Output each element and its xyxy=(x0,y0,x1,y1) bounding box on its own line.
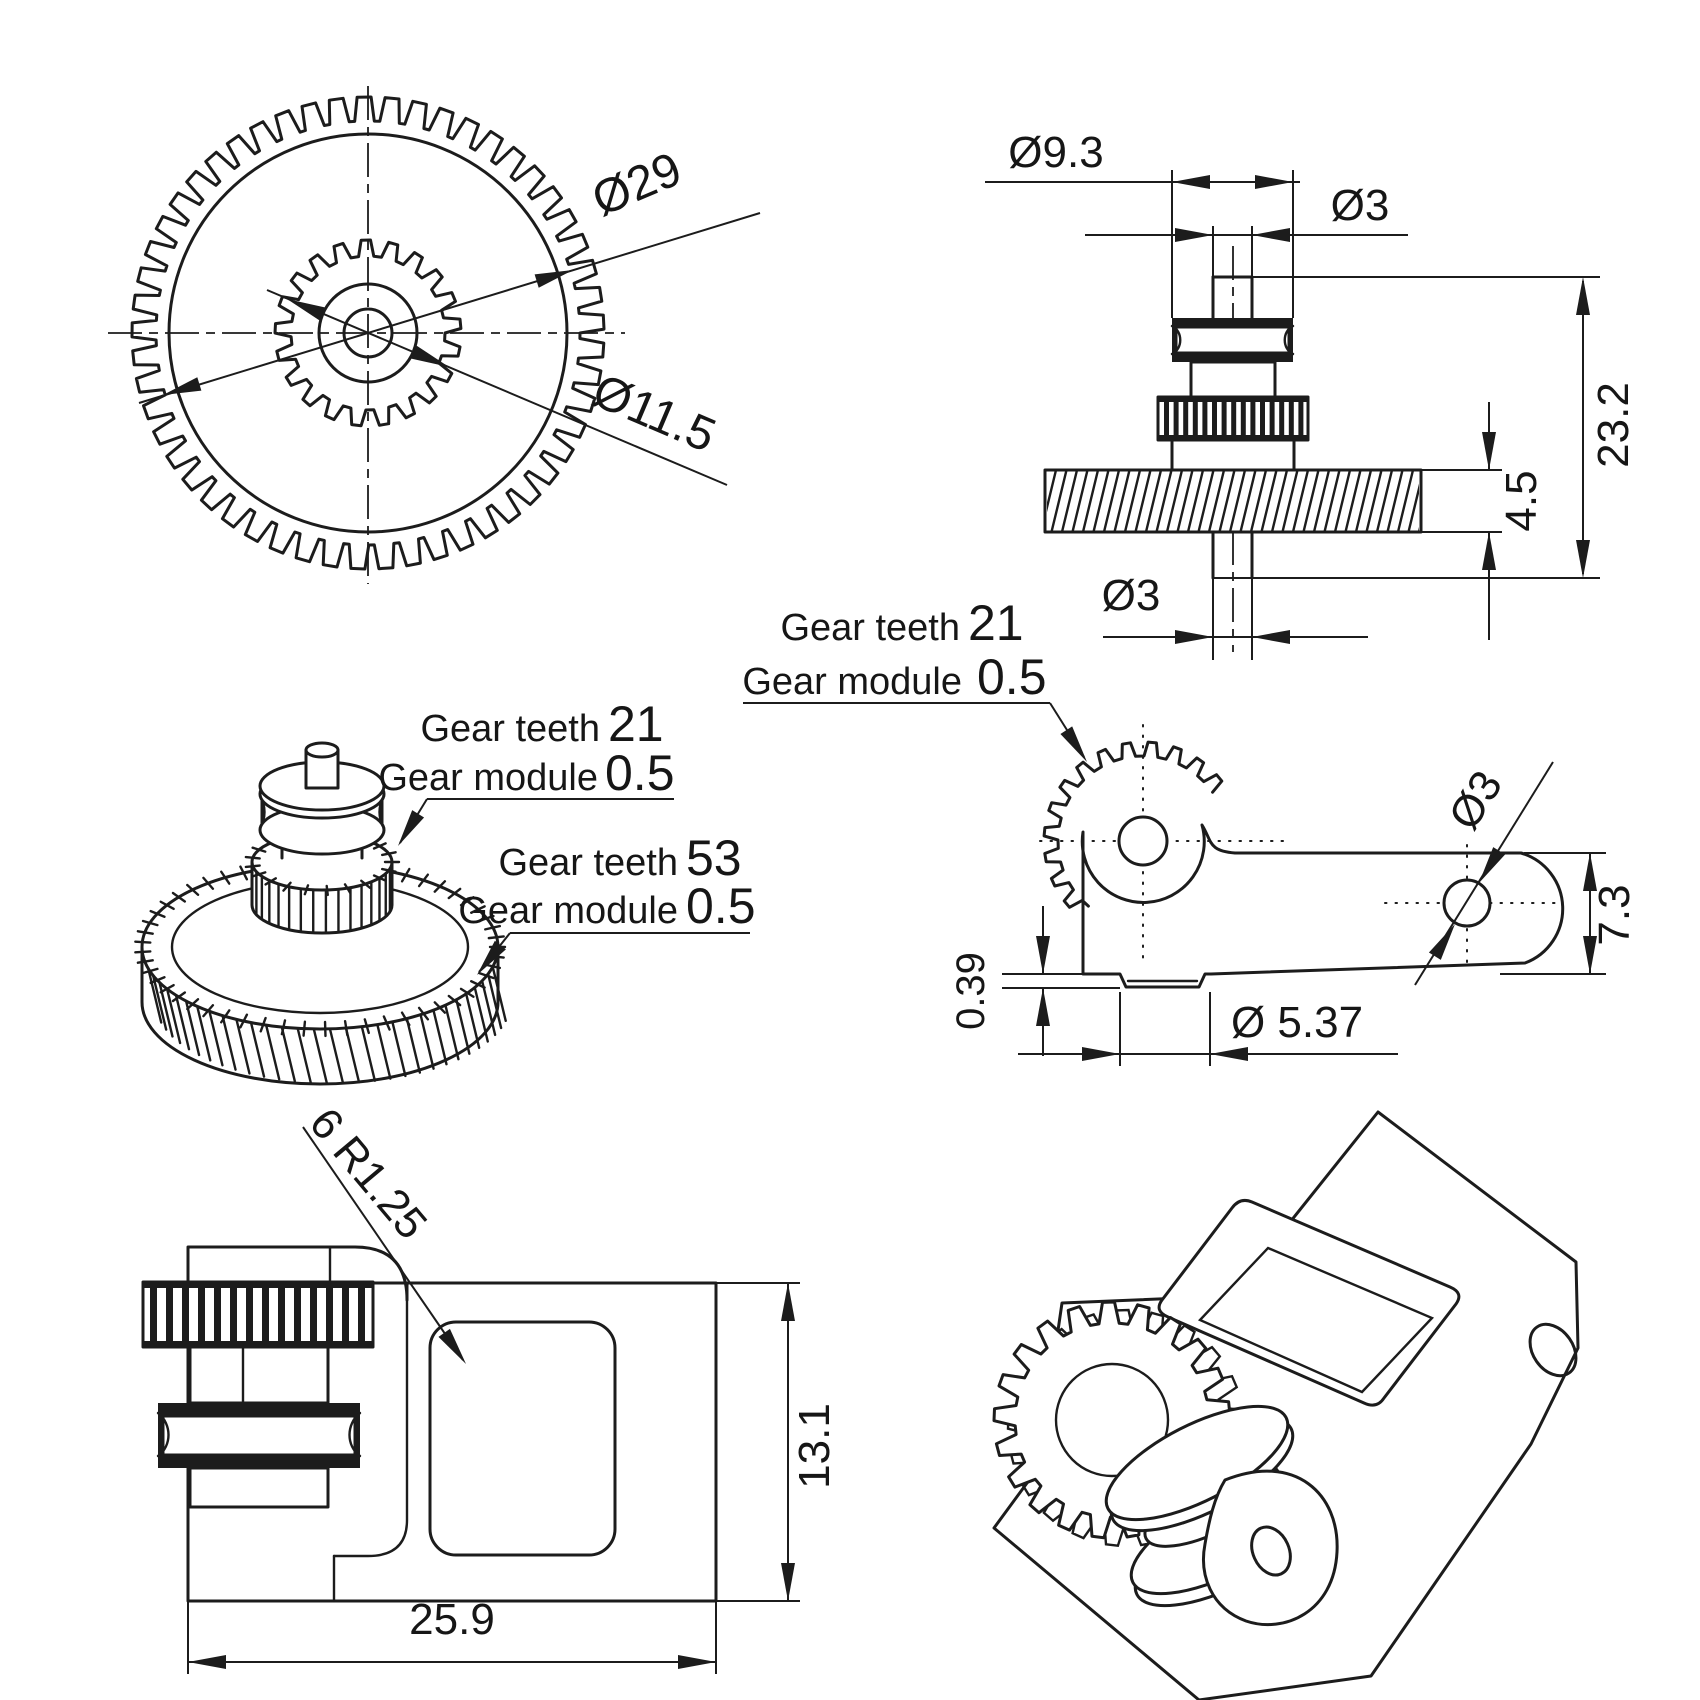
bracket-iso-geometry xyxy=(992,1110,1580,1700)
dim-wheel-diameter: Ø29 xyxy=(585,143,689,227)
callout-lever-module-label: Gear module xyxy=(742,661,962,703)
callout-pinion-teeth-value: 21 xyxy=(608,696,664,752)
dim-pulley-diameter: Ø9.3 xyxy=(1008,128,1103,177)
dim-lever-hole-diameter: Ø3 xyxy=(1439,762,1512,838)
dim-bracket-length: 25.9 xyxy=(409,1595,495,1644)
dim-bracket-height: 13.1 xyxy=(790,1403,839,1489)
callout-wheel-module-value: 0.5 xyxy=(686,878,756,934)
callout-wheel-teeth-value: 53 xyxy=(686,830,742,886)
dim-pinion-diameter: Ø11.5 xyxy=(585,364,723,462)
gear-iso-geometry xyxy=(134,741,750,1086)
callout-lever-teeth-label: Gear teeth xyxy=(780,607,960,649)
dim-boss-diameter: Ø 5.37 xyxy=(1231,998,1363,1047)
view-bracket-iso xyxy=(992,1110,1580,1700)
callout-wheel-teeth-label: Gear teeth xyxy=(498,842,678,884)
callout-pinion-module-label: Gear module xyxy=(378,757,598,799)
view-bracket-side: 6 R1.25 13.1 25.9 xyxy=(141,1099,839,1674)
dim-shaft-bottom-diameter: Ø3 xyxy=(1102,571,1161,620)
view-gear-side: Ø9.3 Ø3 23.2 4.5 Ø3 xyxy=(985,128,1638,660)
gear-side-geometry xyxy=(985,170,1600,660)
view-lever-front: Gear teeth 21 Gear module 0.5 Ø3 7.3 0.3… xyxy=(742,595,1639,1066)
dim-shaft-top-diameter: Ø3 xyxy=(1331,181,1390,230)
callout-lever-teeth-value: 21 xyxy=(968,595,1024,651)
dim-wheel-thickness: 4.5 xyxy=(1497,470,1546,531)
dim-arm-end-height: 7.3 xyxy=(1590,884,1639,945)
bracket-side-geometry xyxy=(141,1126,800,1674)
callout-wheel-module-label: Gear module xyxy=(458,890,678,932)
callout-pinion-teeth-label: Gear teeth xyxy=(420,708,600,750)
view-gear-iso: Gear teeth 21 Gear module 0.5 Gear teeth… xyxy=(134,696,756,1086)
callout-lever-module-value: 0.5 xyxy=(977,649,1047,705)
dim-fillet-note: 6 R1.25 xyxy=(300,1099,437,1249)
view-gear-front: Ø29 Ø11.5 xyxy=(108,86,761,584)
dim-boss-step: 0.39 xyxy=(949,952,993,1030)
gear-front-geometry xyxy=(108,86,761,584)
lever-geometry xyxy=(743,702,1606,1066)
dim-total-height: 23.2 xyxy=(1589,382,1638,468)
callout-pinion-module-value: 0.5 xyxy=(605,745,675,801)
